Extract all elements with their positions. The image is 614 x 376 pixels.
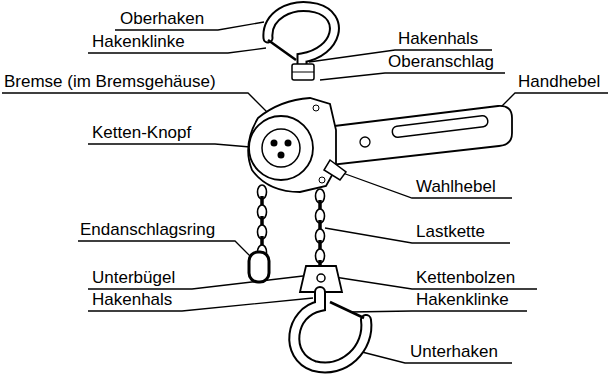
brake-housing bbox=[248, 98, 346, 192]
part-label: Hakenhals bbox=[92, 290, 172, 310]
part-label: Hakenhals bbox=[398, 29, 478, 49]
hand-lever bbox=[318, 106, 512, 166]
part-label: Bremse (im Bremsgehäuse) bbox=[4, 72, 216, 92]
part-label: Endanschlagsring bbox=[80, 220, 215, 240]
part-label: Wahlhebel bbox=[416, 177, 496, 197]
part-label: Hakenklinke bbox=[416, 290, 509, 310]
end-stop-ring bbox=[249, 252, 269, 282]
top-hook bbox=[268, 7, 335, 80]
part-label: Kettenbolzen bbox=[416, 268, 515, 288]
part-label: Unterbügel bbox=[92, 268, 175, 288]
bottom-hook bbox=[294, 292, 366, 367]
part-label: Oberhaken bbox=[120, 9, 204, 29]
part-label: Oberanschlag bbox=[388, 52, 494, 72]
part-label: Unterhaken bbox=[410, 342, 498, 362]
part-label: Ketten-Knopf bbox=[92, 123, 191, 143]
part-label: Handhebel bbox=[518, 72, 600, 92]
part-label: Hakenklinke bbox=[92, 32, 185, 52]
part-label: Lastkette bbox=[416, 222, 485, 242]
